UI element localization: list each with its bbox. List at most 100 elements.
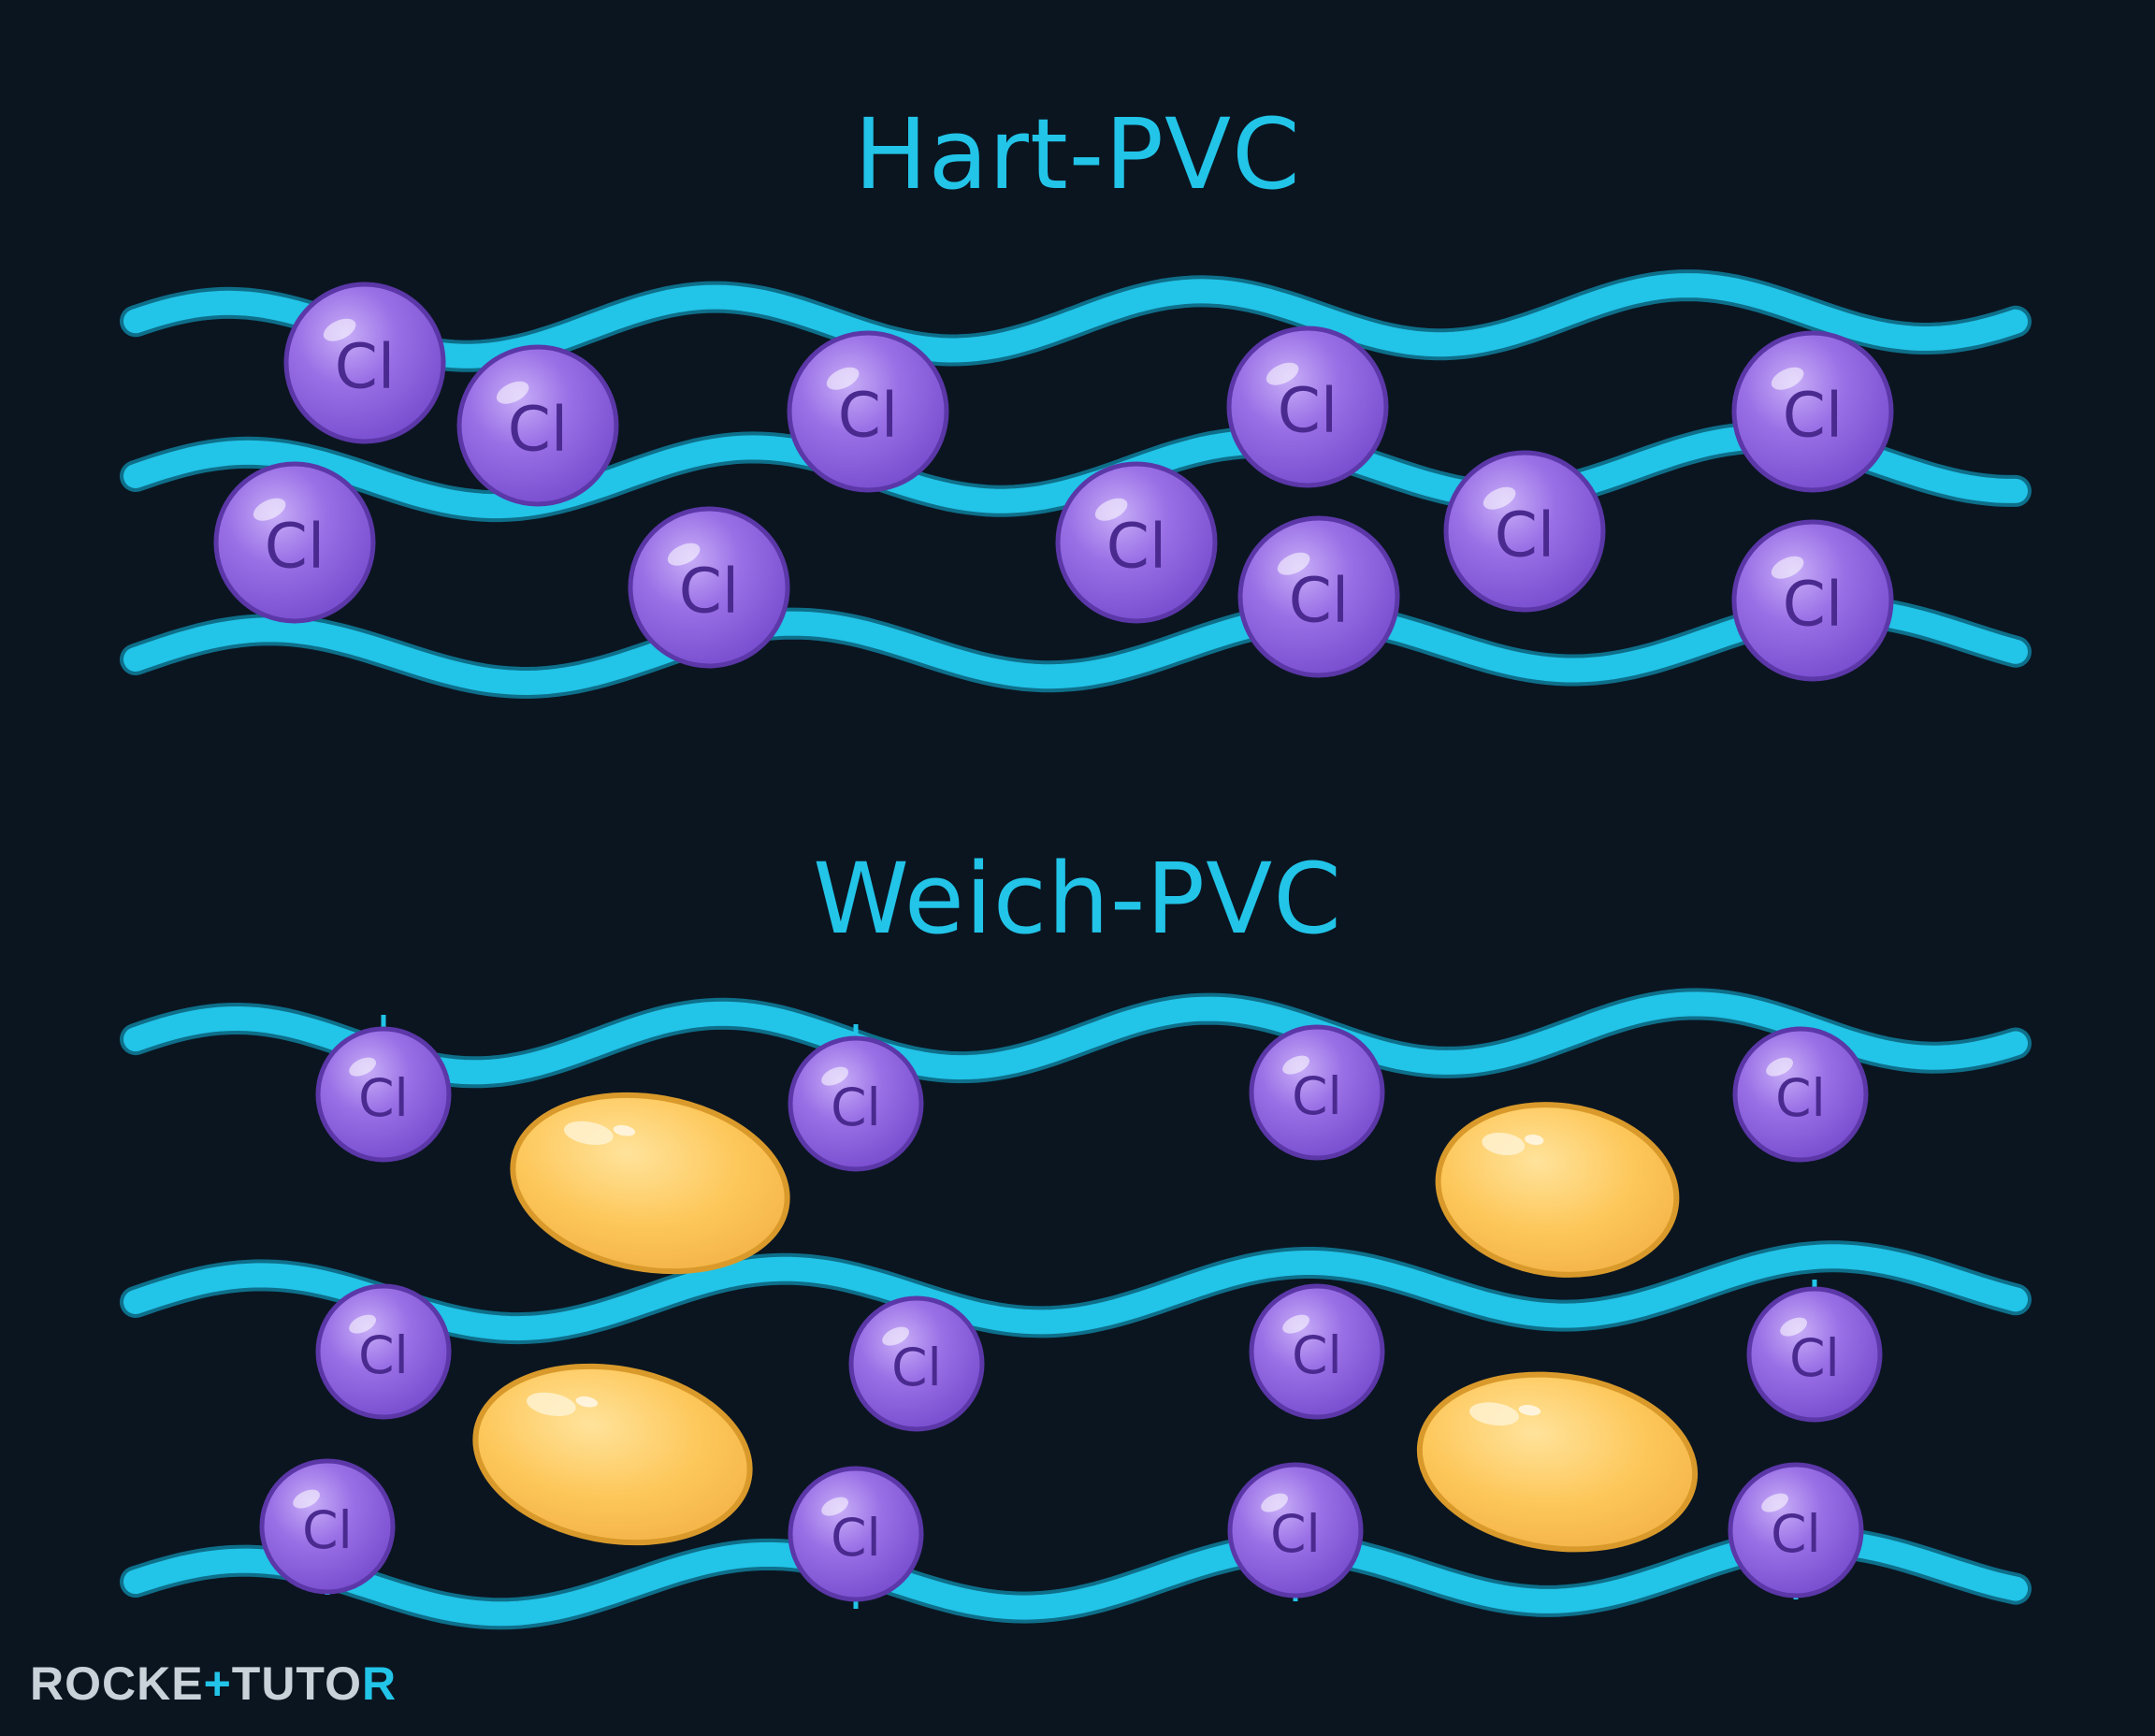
chlorine-atom-label: Cl xyxy=(1289,565,1349,637)
hart-pvc-title: Hart-PVC xyxy=(854,97,1301,211)
chlorine-atom: Cl xyxy=(259,1458,396,1595)
hart-chain-3 xyxy=(123,599,2028,696)
chlorine-atom-label: Cl xyxy=(679,556,739,628)
chlorine-atom-body xyxy=(1055,461,1218,624)
chlorine-atom-label: Cl xyxy=(831,1508,881,1568)
chlorine-atom-label: Cl xyxy=(1783,569,1843,641)
weich-chain-2 xyxy=(123,1244,2028,1341)
plasticizer-molecule-body xyxy=(1435,1102,1680,1278)
plasticizer-molecule-body xyxy=(472,1363,753,1546)
chlorine-atom: Cl xyxy=(1237,515,1400,678)
plasticizer-molecule xyxy=(472,1363,753,1546)
chlorine-atom-body xyxy=(456,344,619,507)
weich-chain-3 xyxy=(123,1529,2028,1627)
chlorine-atom-highlight xyxy=(1261,1493,1289,1512)
chlorine-atom-highlight xyxy=(821,1066,849,1086)
chlorine-atom-highlight xyxy=(253,498,286,521)
chlorine-atom-highlight xyxy=(1766,1057,1794,1077)
plasticizer-highlight xyxy=(1525,1134,1544,1146)
chlorine-atom: Cl xyxy=(788,1466,924,1602)
plasticizer-highlight xyxy=(1482,1132,1526,1156)
chlorine-atom-label: Cl xyxy=(1106,511,1166,583)
chlorine-atom-label: Cl xyxy=(508,394,568,466)
logo-text-rocke: ROCKE xyxy=(30,1657,204,1710)
chlorine-atom-body xyxy=(628,506,790,669)
hart-chain-1 xyxy=(123,273,2028,369)
chlorine-atom-highlight xyxy=(1771,367,1804,390)
chlorine-atom-label: Cl xyxy=(838,380,898,452)
chlorine-atom: Cl xyxy=(1443,450,1606,613)
chlorine-atom-highlight xyxy=(323,318,356,341)
chlorine-atom-body xyxy=(315,1283,452,1420)
plasticizer-molecule-body xyxy=(1416,1371,1699,1553)
plasticizer-highlight xyxy=(1518,1405,1541,1416)
weich-chain-1 xyxy=(123,991,2028,1085)
chlorine-atom-highlight xyxy=(1282,1314,1310,1334)
chlorine-atom-highlight xyxy=(1761,1493,1789,1512)
chlorine-atom-label: Cl xyxy=(1270,1504,1321,1564)
chlorine-atom-body xyxy=(1237,515,1400,678)
chlorine-atom-label: Cl xyxy=(1789,1328,1840,1388)
chlorine-atom-body xyxy=(1746,1286,1883,1423)
chlorine-atom: Cl xyxy=(1731,519,1894,682)
chlorine-atom-label: Cl xyxy=(1495,499,1555,571)
chlorine-atom-label: Cl xyxy=(358,1068,409,1128)
logo-text-tuto: TUTO xyxy=(231,1657,362,1710)
chlorine-atom-highlight xyxy=(1482,486,1516,510)
chlorine-atom-label: Cl xyxy=(335,331,395,403)
chlorine-atom: Cl xyxy=(1728,1462,1864,1599)
chlorine-atom-highlight xyxy=(1780,1317,1808,1337)
plasticizer-highlight xyxy=(526,1392,576,1417)
chlorine-atom-body xyxy=(1227,1462,1364,1599)
plasticizer-molecule xyxy=(1416,1371,1699,1553)
chlorine-atom: Cl xyxy=(1226,326,1389,488)
chlorine-atom-highlight xyxy=(826,367,860,390)
chlorine-atom-body xyxy=(1728,1462,1864,1599)
chlorine-atom-label: Cl xyxy=(891,1338,942,1397)
logo-text-r: R xyxy=(361,1657,398,1710)
plasticizer-molecule xyxy=(1435,1102,1680,1278)
chlorine-atom-highlight xyxy=(1266,362,1299,385)
chlorine-atom-highlight xyxy=(1277,552,1310,575)
chlorine-atom-body xyxy=(213,461,376,624)
chlorine-atom-label: Cl xyxy=(1783,380,1843,452)
chlorine-atom-body xyxy=(315,1026,452,1163)
chlorine-atom: Cl xyxy=(848,1295,985,1432)
weich-pvc-title: Weich-PVC xyxy=(813,842,1342,956)
chlorine-atom-highlight xyxy=(496,381,529,404)
chlorine-atom-body xyxy=(788,1035,924,1172)
chlorine-atom-label: Cl xyxy=(1292,1325,1342,1385)
chlorine-atom-highlight xyxy=(349,1057,377,1077)
chlorine-atom-body xyxy=(788,1466,924,1602)
plasticizer-molecule xyxy=(510,1092,790,1275)
chlorine-atom: Cl xyxy=(787,330,949,493)
chlorine-atom-label: Cl xyxy=(358,1325,409,1385)
chlorine-atom-body xyxy=(259,1458,396,1595)
chlorine-atom-label: Cl xyxy=(1771,1504,1821,1564)
chlorine-atom-label: Cl xyxy=(302,1500,353,1560)
chlorine-atom: Cl xyxy=(1732,1026,1869,1163)
chlorine-atom-body xyxy=(1226,326,1389,488)
chlorine-atom-highlight xyxy=(1771,556,1804,579)
chlorine-atom-highlight xyxy=(1282,1055,1310,1075)
chlorine-atom-label: Cl xyxy=(831,1078,881,1137)
chlorine-atom: Cl xyxy=(1249,1024,1385,1161)
chlorine-atom: Cl xyxy=(628,506,790,669)
chlorine-atom: Cl xyxy=(1746,1286,1883,1423)
chlorine-atom-highlight xyxy=(349,1314,377,1334)
chlorine-atom-highlight xyxy=(821,1497,849,1516)
chlorine-atom: Cl xyxy=(1055,461,1218,624)
plasticizer-highlight xyxy=(563,1121,614,1146)
plasticizer-highlight xyxy=(575,1396,599,1408)
chlorine-atom-label: Cl xyxy=(1292,1066,1342,1126)
chlorine-atom-highlight xyxy=(293,1489,321,1509)
chlorine-atom-body xyxy=(1249,1283,1385,1420)
chlorine-atom-body xyxy=(848,1295,985,1432)
chlorine-atom: Cl xyxy=(315,1026,452,1163)
chlorine-atom: Cl xyxy=(1227,1462,1364,1599)
chlorine-atom-body xyxy=(1249,1024,1385,1161)
chlorine-atom: Cl xyxy=(283,282,446,444)
